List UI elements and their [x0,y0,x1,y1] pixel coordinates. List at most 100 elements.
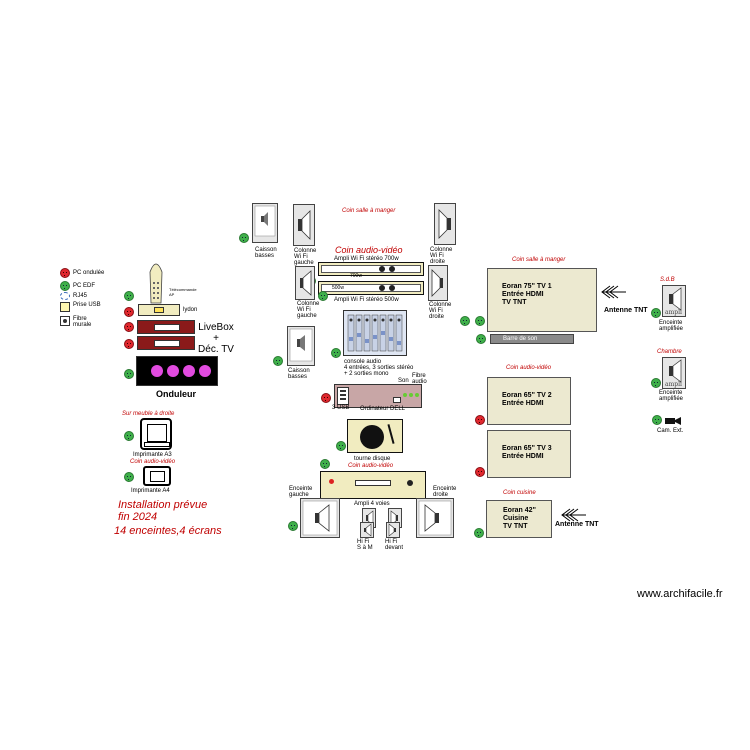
audio-console-device [343,310,407,356]
powered-speaker-icon: ampli [662,285,686,317]
zone-label: Coin salle à manger [342,208,396,214]
soundbar-device: Barre de son [490,334,574,344]
ampli-700-label: 700w [350,273,362,279]
zone-label: Coin audio-vidéo [506,365,552,371]
installation-note: 14 enceintes,4 écrans [114,525,222,537]
zone-label: Coin cuisine [503,490,536,496]
livebox-device [137,320,195,334]
ampli-500-device [318,281,424,295]
fiber-wall-icon [60,316,70,326]
speaker-right-icon [416,498,454,538]
caisson-label: Caisson basses [288,368,310,380]
green-outlet-icon [476,334,486,344]
subwoofer-icon [287,326,315,366]
legend-label: PC EDF [73,283,96,289]
speaker-label: Colonne Wi Fi droite [430,247,453,265]
installation-note: Installation prévue [118,499,208,511]
antenna-arrow-icon [561,508,586,522]
zone-label: Sur meuble à droite [122,411,175,417]
speaker-label: Colonne Wi Fi gauche [297,301,320,319]
subwoofer-icon [252,203,278,243]
green-outlet-icon [475,316,485,326]
ampli-500-label: 500w [332,285,344,291]
tv-3-screen: Eoran 65" TV 3 Entrée HDMI [487,430,571,478]
green-outlet-icon [318,291,328,301]
ampli-4-voies-device [320,471,426,499]
speaker-column-icon [428,265,448,301]
soundbar-label: Barre de son [503,336,538,342]
installation-note: fin 2024 [118,511,158,523]
tv-2-label: Eoran 65" TV 2 Entrée HDMI [502,392,552,407]
livebox-label: LiveBox + Déc. TV [198,322,234,355]
red-outlet-icon [475,415,485,425]
green-outlet-icon [124,472,134,482]
green-outlet-icon [124,431,134,441]
printer-a4-icon [143,466,171,486]
green-outlet-icon [336,441,346,451]
green-outlet-icon [651,378,661,388]
ampli-700-title: Ampli Wi Fi stéréo 700w [334,256,399,262]
green-outlet-icon [124,291,134,301]
usb-outlet-icon [60,302,70,312]
hifi-speaker-icon [360,522,374,538]
speaker-column-icon [434,203,456,245]
speaker-label: Enceinte gauche [289,486,313,498]
red-outlet-icon [475,467,485,477]
tv-1-screen: Eoran 75" TV 1 Entrée HDMI TV TNT [487,268,597,332]
remote-control-icon [149,263,163,304]
lydon-label: lydon [183,307,198,313]
zone-label: Coin audio-vidéo [335,245,403,255]
tv-4-label: Eoran 42" Cuisine TV TNT [503,507,536,530]
legend-label: Prise USB [73,302,101,308]
svg-text:ampli: ampli [665,381,682,388]
printer-a3-label: Imprimante A3 [133,452,172,458]
powered-speaker-label: Enceinte amplifiée [659,320,684,332]
green-outlet-icon [60,281,70,291]
tv-1-label: Eoran 75" TV 1 Entrée HDMI TV TNT [502,283,552,306]
hifi-label: Hi Fi S à M [357,539,373,551]
tv-4-screen: Eoran 42" Cuisine TV TNT [486,500,552,538]
hifi-speaker-icon [386,522,400,538]
red-outlet-icon [321,393,331,403]
computer-device [334,384,422,408]
green-outlet-icon [320,459,330,469]
onduleur-label: Onduleur [156,389,196,399]
printer-a3-icon [140,418,172,450]
camera-label: Cam. Ext. [657,428,684,434]
fiber-audio-label: Fibre audio [412,373,427,385]
console-label: console audio 4 entrées, 3 sorties stéré… [344,359,414,377]
printer-a4-label: Imprimante A4 [131,488,170,494]
antenna-label: Antenne TNT [555,521,599,528]
turntable-label: tourne disque [354,456,391,462]
zone-label: S.d.B [660,277,675,283]
speaker-left-icon [300,498,340,538]
lydon-device [138,304,180,316]
remote-label: Télécommande AP [169,287,197,297]
hifi-label: Hi Fi devant [385,539,404,551]
legend-label: RJ45 [73,293,88,299]
green-outlet-icon [474,528,484,538]
green-outlet-icon [651,308,661,318]
red-outlet-icon [60,268,70,278]
green-outlet-icon [239,233,249,243]
computer-label: Ordinateur DELL [360,406,406,412]
tv-3-label: Eoran 65" TV 3 Entrée HDMI [502,445,552,460]
antenna-label: Antenne TNT [604,307,648,314]
camera-icon [665,417,681,425]
zone-label: Coin audio-vidéo [348,463,394,469]
zone-label: Coin audio-vidéo [130,459,176,465]
tv-2-screen: Eoran 65" TV 2 Entrée HDMI [487,377,571,425]
legend-label: PC ondulée [73,270,105,276]
son-label: Son [398,378,409,384]
speaker-label: Colonne Wi Fi droite [429,302,452,320]
turntable-device [347,419,403,453]
watermark: www.archifacile.fr [637,588,723,600]
onduleur-device [136,356,218,386]
decoder-tv-device [137,336,195,350]
green-outlet-icon [273,356,283,366]
ampli-700-device [318,262,424,276]
speaker-label: Enceinte droite [433,486,457,498]
green-outlet-icon [288,521,298,531]
caisson-label: Caisson basses [255,247,277,259]
legend-label: Fibre murale [73,316,92,328]
